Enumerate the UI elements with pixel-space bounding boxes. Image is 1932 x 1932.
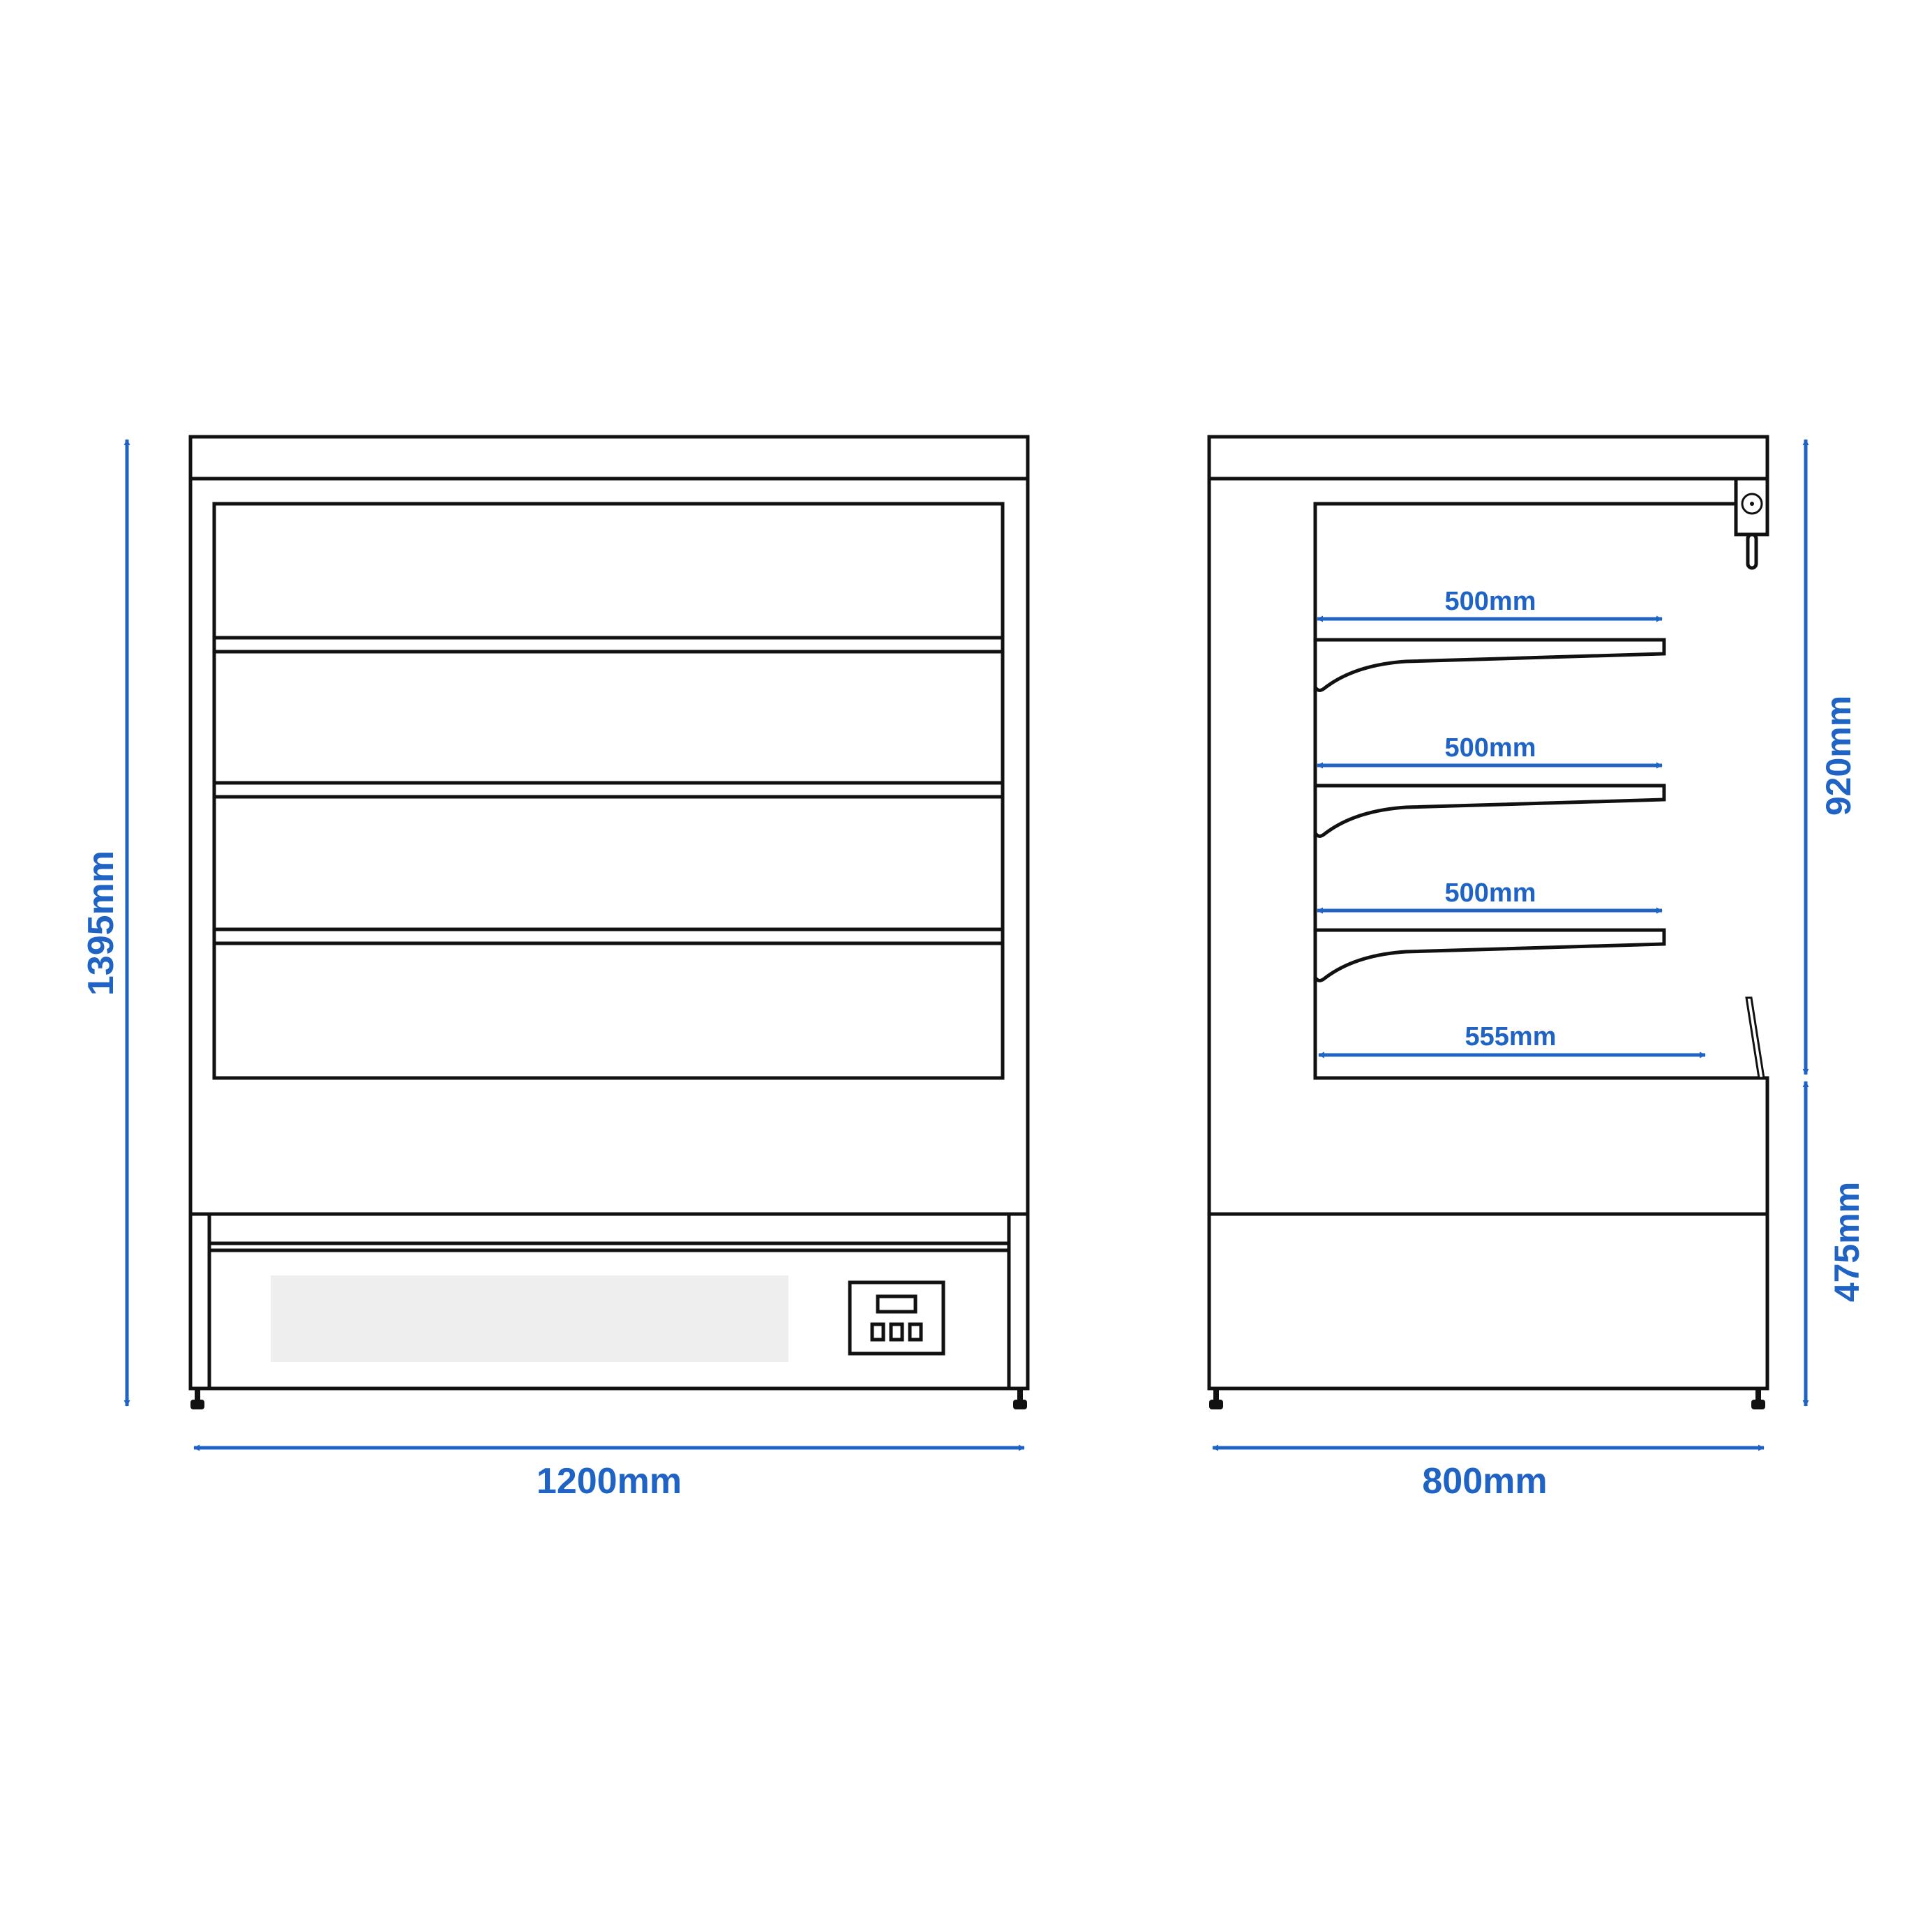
front-shelf-3: [212, 927, 1005, 945]
shelf-1-depth-label: 500mm: [1445, 587, 1536, 616]
side-feet: [1209, 1390, 1765, 1409]
upper-height-label: 920mm: [1819, 696, 1858, 816]
front-width-label: 1200mm: [537, 1461, 682, 1502]
front-base: [188, 1212, 1030, 1391]
light-fixture-icon: [1734, 477, 1769, 570]
shelf-3-depth-label: 500mm: [1445, 878, 1536, 908]
shelf-2-depth-label: 500mm: [1445, 733, 1536, 763]
controller-button-1: [870, 1322, 885, 1342]
side-front-glass: [1745, 996, 1765, 1079]
controller-button-3: [908, 1322, 923, 1342]
side-shelf-2: [1313, 784, 1666, 838]
side-top-canopy: [1207, 435, 1769, 481]
front-base-light-panel: [271, 1275, 788, 1362]
front-top-canopy: [188, 435, 1030, 481]
side-base: [1207, 1212, 1769, 1391]
base-depth-label: 555mm: [1465, 1022, 1557, 1051]
lower-height-label: 475mm: [1827, 1182, 1866, 1302]
front-shelf-2: [212, 781, 1005, 799]
front-view: 1200mm 1395mm: [81, 435, 1030, 1502]
side-shelf-3: [1313, 928, 1666, 982]
front-height-label: 1395mm: [81, 851, 121, 996]
side-depth-label: 800mm: [1422, 1461, 1547, 1502]
front-display-opening: [212, 502, 1005, 1080]
front-cabinet-body: [188, 477, 1030, 1216]
side-shelf-1: [1313, 638, 1666, 692]
control-panel-icon: [848, 1280, 945, 1356]
controller-button-2: [889, 1322, 904, 1342]
front-shelf-1: [212, 636, 1005, 654]
side-view: 500mm 500mm 500mm 555mm 800mm 920mm 475m…: [1207, 435, 1866, 1502]
front-feet: [190, 1390, 1027, 1409]
